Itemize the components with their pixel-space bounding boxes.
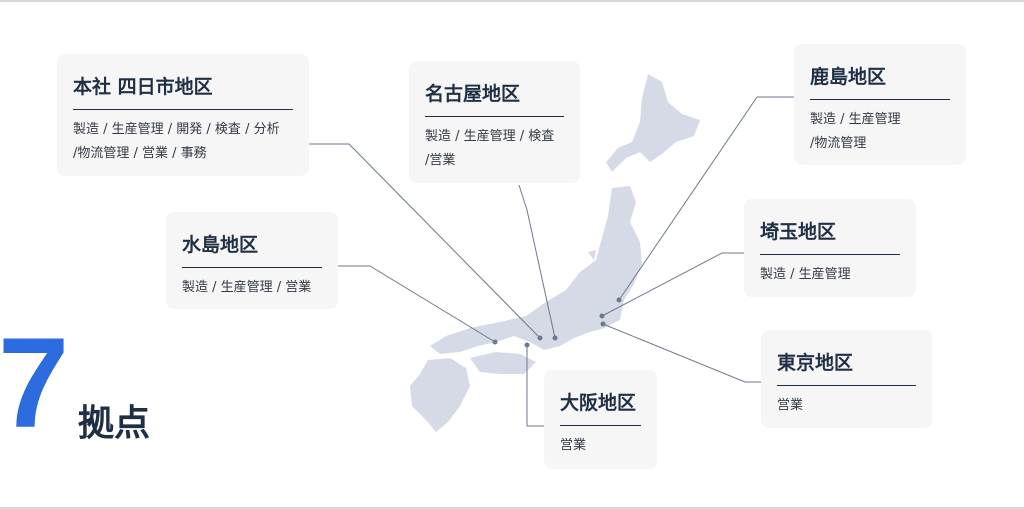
site-roles: 製造 / 生産管理 [810, 112, 901, 127]
site-name: 水島地区 [182, 230, 322, 268]
connector-kashima [618, 96, 794, 301]
site-name: 大阪地区 [560, 388, 641, 426]
kyushu [410, 358, 470, 432]
site-card-nagoya: 名古屋地区 製造 / 生産管理 / 検査/営業 [409, 61, 580, 183]
site-count: 7 [0, 312, 70, 455]
site-roles: /物流管理 / 営業 / 事務 [73, 146, 207, 161]
honshu [430, 186, 642, 354]
connector-mizushima [338, 265, 496, 343]
site-roles: 営業 [560, 438, 587, 453]
hokkaido [606, 74, 700, 172]
site-card-hq: 本社 四日市地区 製造 / 生産管理 / 開発 / 検査 / 分析/物流管理 /… [57, 54, 309, 176]
site-name: 埼玉地区 [760, 217, 900, 255]
site-card-osaka: 大阪地区 営業 [544, 370, 657, 469]
marker-nagoya [552, 335, 558, 341]
site-roles: 製造 / 生産管理 / 開発 / 検査 / 分析 [73, 122, 280, 137]
site-count-label: 拠点 [78, 403, 151, 444]
shikoku [470, 352, 536, 374]
marker-osaka [524, 342, 530, 348]
site-card-tokyo: 東京地区 営業 [761, 330, 932, 428]
connector-nagoya [518, 184, 556, 339]
site-card-kashima: 鹿島地区 製造 / 生産管理/物流管理 [794, 44, 966, 165]
marker-tokyo [600, 321, 606, 327]
sado-island [588, 250, 596, 260]
site-roles: /営業 [425, 153, 456, 168]
site-name: 本社 四日市地区 [73, 72, 293, 110]
marker-mizushima [492, 339, 498, 345]
site-card-mizushima: 水島地区 製造 / 生産管理 / 営業 [166, 212, 338, 309]
marker-kashima [616, 297, 622, 303]
site-roles: /物流管理 [810, 136, 867, 151]
marker-hq [537, 335, 543, 341]
connector-saitama [601, 252, 744, 317]
connector-hq [309, 143, 541, 339]
site-name: 名古屋地区 [425, 79, 564, 117]
site-card-saitama: 埼玉地区 製造 / 生産管理 [744, 199, 916, 297]
site-roles: 製造 / 生産管理 [760, 267, 851, 282]
connector-osaka [526, 345, 544, 427]
site-roles: 製造 / 生産管理 / 営業 [182, 280, 312, 295]
connector-tokyo [602, 323, 761, 383]
site-name: 東京地区 [777, 348, 916, 386]
site-roles: 営業 [777, 398, 804, 413]
site-roles: 製造 / 生産管理 / 検査 [425, 129, 555, 144]
site-name: 鹿島地区 [810, 62, 950, 100]
marker-saitama [599, 313, 605, 319]
